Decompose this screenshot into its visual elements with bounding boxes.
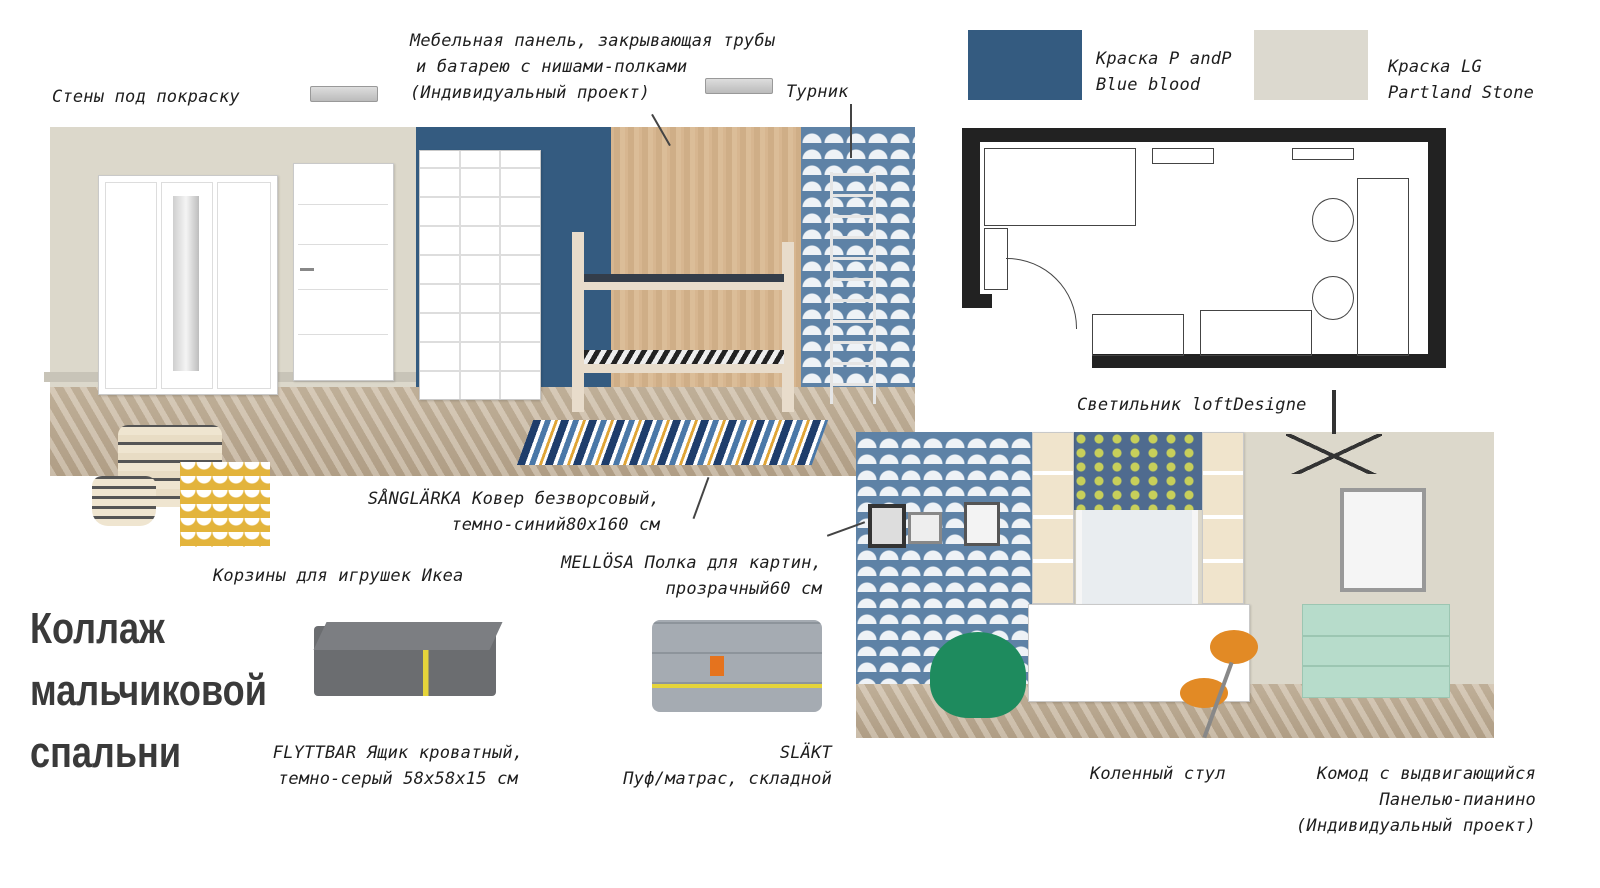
label-bar: Турник	[786, 82, 849, 102]
wood-panel	[611, 127, 801, 387]
pendant-lamp-arms	[1286, 434, 1382, 474]
pouf-tag	[710, 656, 724, 676]
floor-plan	[962, 128, 1446, 368]
label-dresser: Комод с выдвигающийся Панелью-пианино (И…	[1295, 764, 1536, 836]
bunk-bed	[572, 232, 797, 412]
arrow-line	[850, 104, 852, 158]
striped-rug	[516, 420, 829, 465]
label-pouf: SLÄKT Пуф/матрас, складной	[623, 743, 832, 789]
label-walls: Стены под покраску	[52, 87, 240, 107]
spotlight-icon	[310, 86, 378, 102]
kneeling-chair	[1176, 630, 1266, 742]
door	[293, 163, 394, 381]
wardrobe	[98, 175, 278, 395]
pouf-strap	[652, 684, 822, 688]
bookcase	[419, 150, 541, 400]
wall-bars	[830, 172, 876, 404]
shelf-unit-left	[1032, 432, 1074, 604]
label-baskets: Корзины для игрушек Икеа	[213, 566, 464, 586]
room-scene-right	[856, 432, 1494, 739]
picture-frames	[868, 496, 1000, 548]
label-shelf: MELLÖSA Полка для картин, прозрачный60 с…	[561, 553, 822, 599]
label-rug: SÅNGLÄRKA Ковер безворсовый, темно-синий…	[367, 489, 660, 535]
swatch-partland-stone	[1254, 30, 1368, 100]
mint-dresser	[1302, 604, 1450, 698]
folding-pouf	[652, 620, 822, 712]
arrow-line	[692, 476, 710, 520]
page-title: Коллаж мальчиковой спальни	[30, 604, 267, 777]
storage-box-top	[313, 622, 503, 650]
bean-bag	[930, 632, 1026, 718]
label-box: FLYTTBAR Ящик кроватный, темно-серый 58х…	[272, 743, 524, 789]
basket-yellow	[180, 462, 270, 547]
window	[1076, 500, 1198, 620]
spotlight-icon	[705, 78, 773, 94]
roman-blind	[1072, 432, 1202, 510]
basket-small	[92, 476, 156, 526]
label-furniture-panel: Мебельная панель, закрывающая трубы и ба…	[410, 31, 776, 103]
swatch-blue-blood	[968, 30, 1082, 100]
shelf-unit-right	[1202, 432, 1244, 604]
label-chair: Коленный стул	[1090, 764, 1226, 784]
label-lamp: Светильник loftDesigne	[1077, 395, 1307, 415]
wall-mirror	[1340, 488, 1426, 592]
pendant-lamp	[1332, 390, 1336, 434]
